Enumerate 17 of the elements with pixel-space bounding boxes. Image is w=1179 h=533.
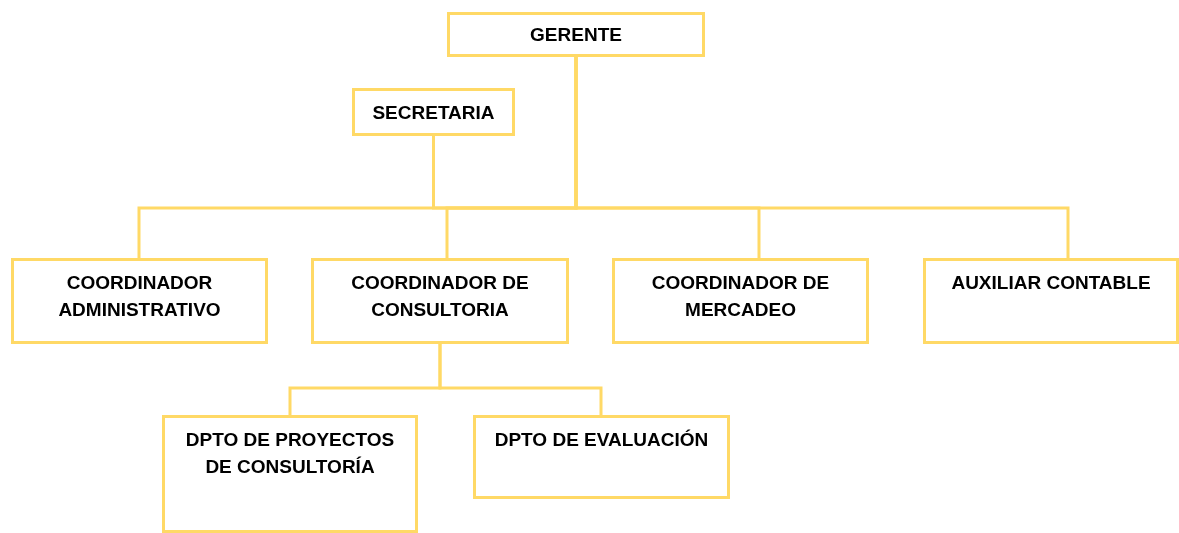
org-box xyxy=(473,415,730,499)
connector-line xyxy=(438,344,603,415)
org-box xyxy=(612,258,869,344)
org-box xyxy=(447,12,705,57)
org-box xyxy=(11,258,268,344)
role-label: AUXILIAR CONTABLE xyxy=(951,271,1151,295)
role-label: GERENTE xyxy=(530,23,622,47)
role-label: SECRETARIA xyxy=(372,101,495,125)
org-box xyxy=(311,258,569,344)
org-box xyxy=(162,415,418,533)
role-label: COORDINADOR DE CONSULTORIA xyxy=(350,271,530,322)
role-label: COORDINADOR ADMINISTRATIVO xyxy=(57,271,222,322)
role-label: DPTO DE PROYECTOS DE CONSULTORÍA xyxy=(184,428,396,479)
org-box xyxy=(923,258,1179,344)
role-label: DPTO DE EVALUACIÓN xyxy=(494,428,709,452)
role-label: COORDINADOR DE MERCADEO xyxy=(650,271,831,322)
org-box xyxy=(352,88,515,136)
